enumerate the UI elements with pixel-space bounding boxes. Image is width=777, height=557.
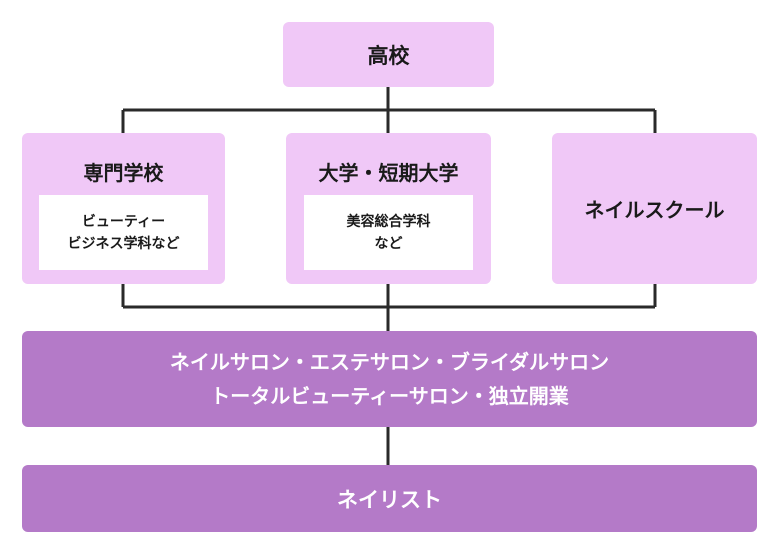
workplaces-box: ネイルサロン・エステサロン・ブライダルサロン トータルビューティーサロン・独立開… bbox=[22, 331, 757, 427]
university-title: 大学・短期大学 bbox=[318, 161, 459, 185]
university-box: 大学・短期大学 美容総合学科 など bbox=[286, 133, 491, 284]
university-detail-line-2: など bbox=[374, 235, 403, 252]
high-school-label: 高校 bbox=[367, 43, 410, 68]
vocational-detail-line-1: ビューティー bbox=[81, 213, 166, 230]
nailist-box: ネイリスト bbox=[22, 465, 757, 532]
vocational-school-title: 専門学校 bbox=[83, 161, 164, 185]
university-detail-line-1: 美容総合学科 bbox=[346, 213, 431, 230]
vocational-school-detail: ビューティー ビジネス学科など bbox=[39, 195, 208, 270]
vocational-detail-line-2: ビジネス学科など bbox=[67, 235, 180, 252]
workplaces-line-1: ネイルサロン・エステサロン・ブライダルサロン bbox=[169, 350, 610, 374]
nailist-label: ネイリスト bbox=[337, 487, 442, 512]
university-detail: 美容総合学科 など bbox=[304, 195, 473, 270]
vocational-school-box: 専門学校 ビューティー ビジネス学科など bbox=[22, 133, 225, 284]
high-school-box: 高校 bbox=[283, 22, 494, 87]
nail-school-title: ネイルスクール bbox=[584, 198, 725, 222]
nail-school-box: ネイルスクール bbox=[552, 133, 757, 284]
workplaces-line-2: トータルビューティーサロン・独立開業 bbox=[210, 384, 569, 408]
